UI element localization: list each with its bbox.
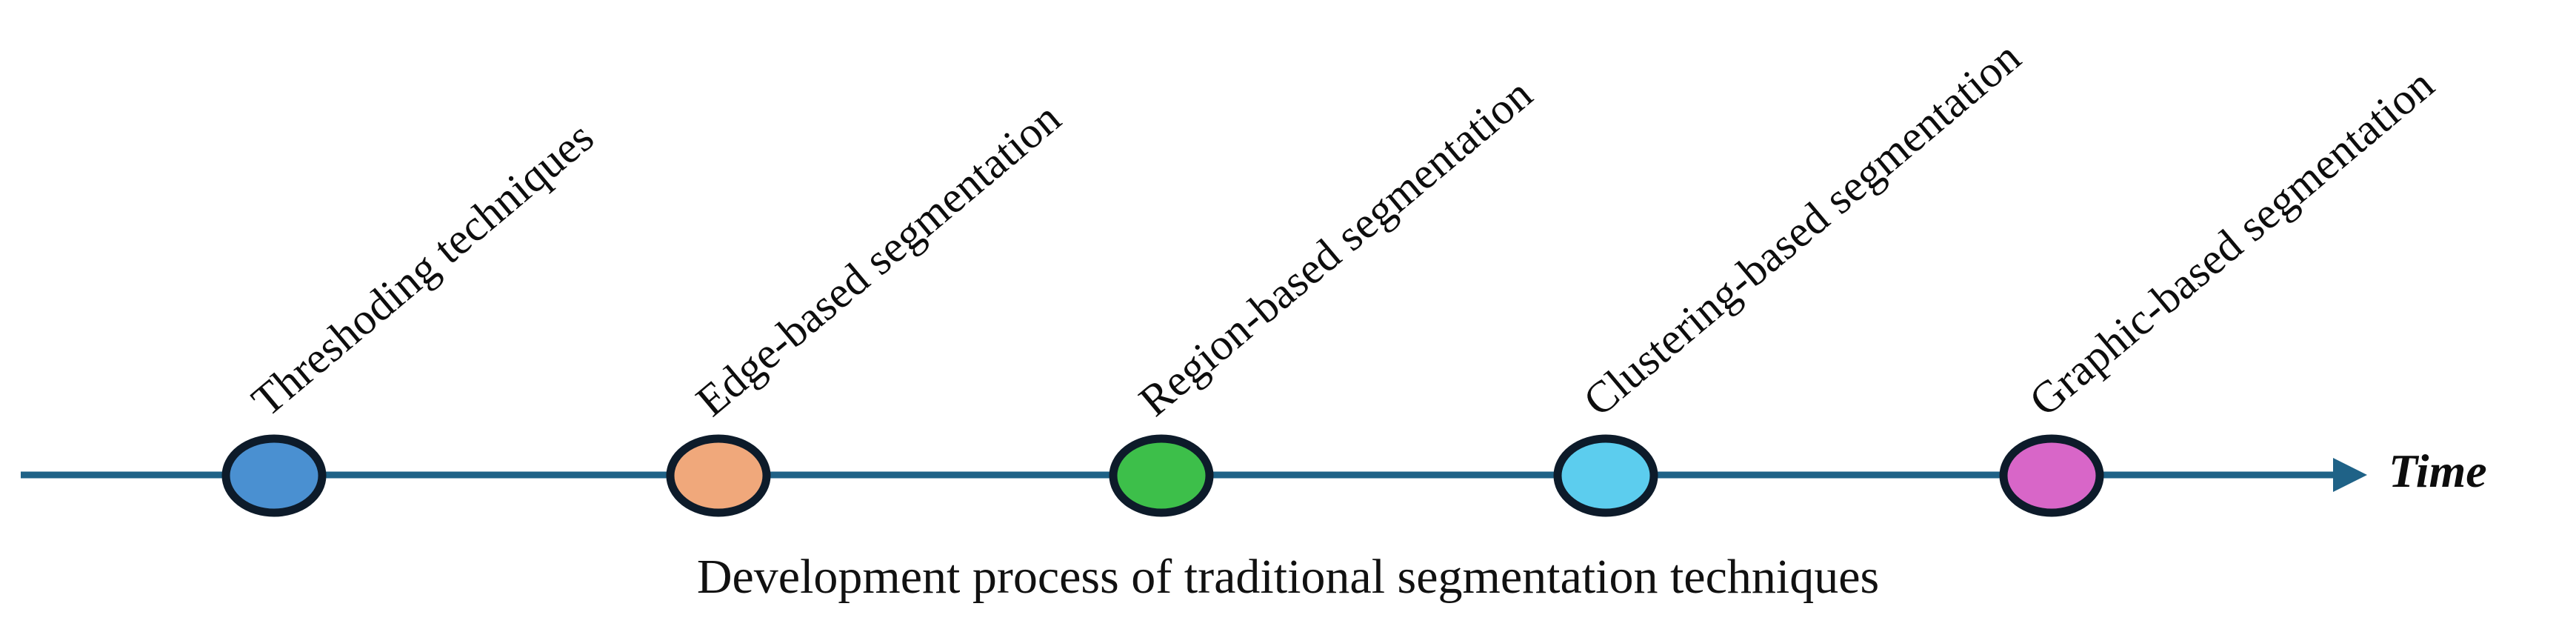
milestone-node[interactable]	[221, 434, 327, 517]
milestone-node[interactable]	[1999, 434, 2104, 517]
axis-arrow-icon	[2333, 458, 2367, 492]
milestone-nodes	[221, 434, 2104, 517]
figure-caption: Development process of traditional segme…	[696, 550, 1880, 604]
time-axis-label: Time	[2389, 445, 2487, 497]
milestone-node[interactable]	[1109, 434, 1214, 517]
milestone-node[interactable]	[1553, 434, 1658, 517]
milestone-node[interactable]	[666, 434, 771, 517]
